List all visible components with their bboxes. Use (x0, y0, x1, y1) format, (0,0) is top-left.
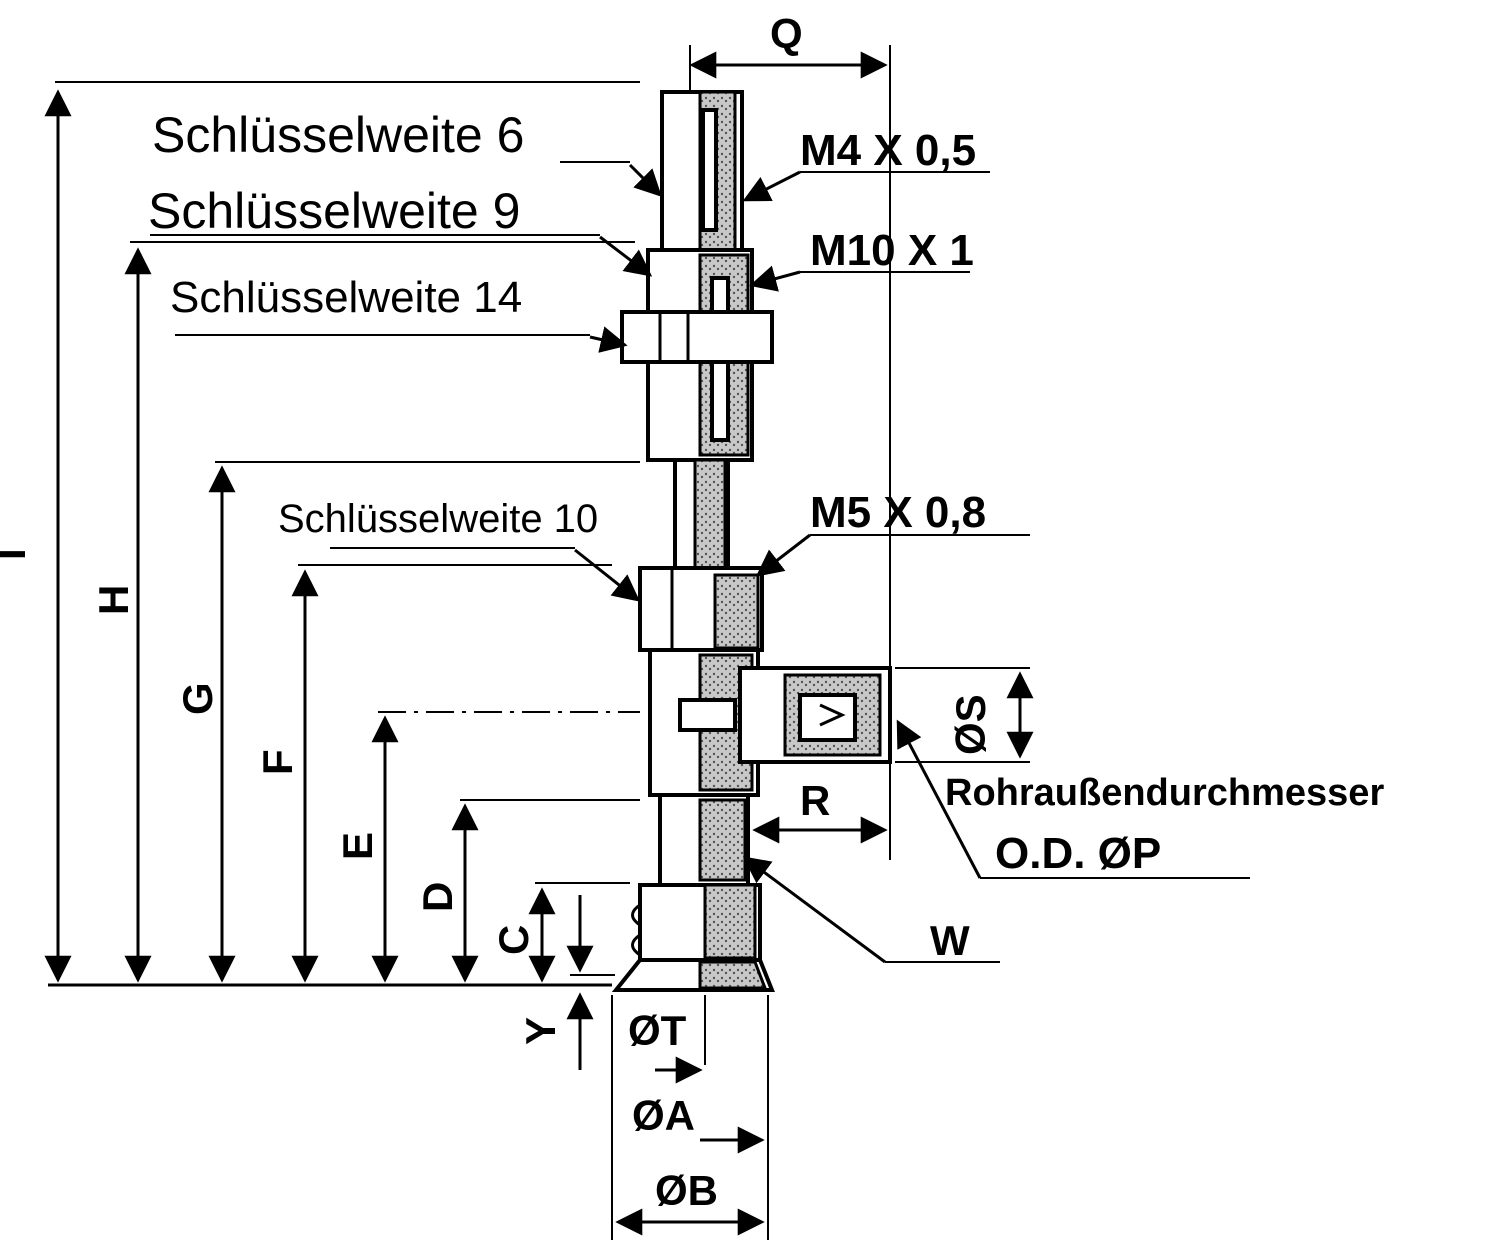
dim-s: ØS (947, 694, 994, 755)
dim-q: Q (770, 10, 803, 57)
label-thread-m4: M4 X 0,5 (800, 126, 976, 175)
dim-r: R (800, 777, 830, 824)
label-schluesselweite-9: Schlüsselweite 9 (148, 183, 520, 239)
dim-f: F (254, 749, 301, 775)
dimension-letters: Q I H G F E D C Y R ØS W ØT ØA ØB (0, 10, 994, 1214)
dim-i: I (0, 548, 34, 560)
label-od-p: O.D. ØP (995, 829, 1161, 878)
dim-a: ØA (632, 1092, 695, 1139)
part-body (611, 90, 892, 992)
dim-y: Y (517, 1017, 564, 1045)
label-schluesselweite-14: Schlüsselweite 14 (170, 273, 522, 322)
dim-h: H (90, 585, 137, 615)
dim-g: G (174, 682, 221, 715)
dim-w: W (930, 917, 970, 964)
leader-lines (150, 161, 1250, 964)
dim-b: ØB (655, 1167, 718, 1214)
callout-labels: Schlüsselweite 6 Schlüsselweite 9 Schlüs… (148, 107, 1384, 878)
dim-t: ØT (628, 1007, 687, 1054)
dim-c: C (490, 925, 537, 955)
label-schluesselweite-10: Schlüsselweite 10 (278, 497, 598, 541)
label-thread-m5: M5 X 0,8 (810, 488, 986, 537)
label-schluesselweite-6: Schlüsselweite 6 (152, 107, 524, 163)
label-thread-m10: M10 X 1 (810, 226, 974, 275)
dim-e: E (334, 832, 381, 860)
dimension-lines (44, 45, 1034, 1240)
label-tube-outer-diameter: Rohraußendurchmesser (945, 772, 1384, 814)
dim-d: D (414, 882, 461, 912)
